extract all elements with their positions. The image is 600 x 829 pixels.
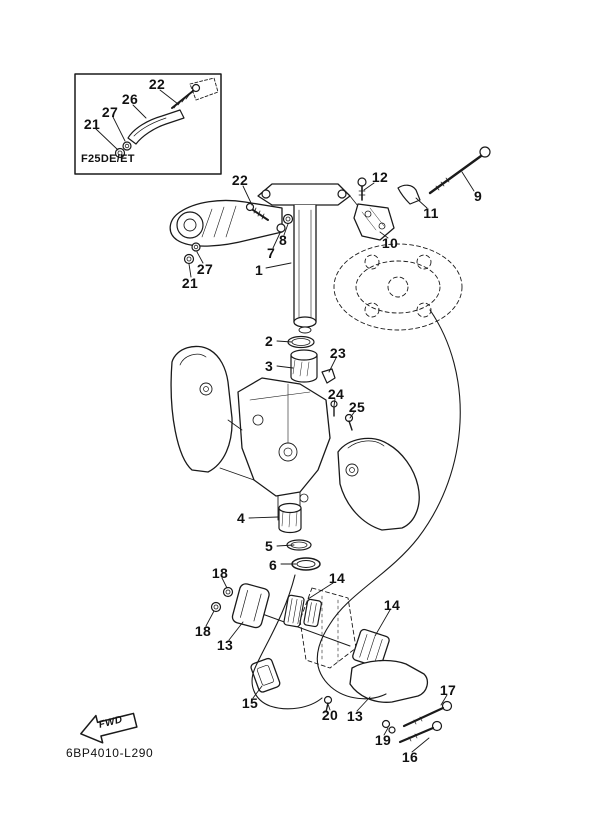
- callout-11: 11: [423, 205, 439, 221]
- callout-leader-lines: [95, 89, 475, 753]
- callout-5: 5: [264, 538, 274, 554]
- callout-27: 27: [196, 261, 214, 277]
- callout-2: 2: [264, 333, 274, 349]
- diagram-code-label: 6BP4010-L290: [66, 746, 154, 760]
- fwd-arrow-icon: [80, 712, 138, 744]
- callout-22: 22: [148, 76, 166, 92]
- callout-14: 14: [328, 570, 346, 586]
- callout-21: 21: [181, 275, 199, 291]
- callout-10: 10: [381, 235, 399, 251]
- callout-8: 8: [278, 232, 288, 248]
- callout-23: 23: [329, 345, 347, 361]
- callout-13: 13: [216, 637, 234, 653]
- callout-17: 17: [439, 682, 457, 698]
- callout-19: 19: [374, 732, 392, 748]
- callout-25: 25: [348, 399, 366, 415]
- callout-14: 14: [383, 597, 401, 613]
- inset-box-art: [74, 73, 222, 175]
- callout-4: 4: [236, 510, 246, 526]
- clamp-bracket-art: [170, 345, 420, 531]
- callout-26: 26: [121, 91, 139, 107]
- callout-27: 27: [101, 104, 119, 120]
- callout-12: 12: [371, 169, 389, 185]
- bracket-outline-curves: [251, 309, 461, 710]
- callout-24: 24: [327, 386, 345, 402]
- upper-casing-art: [333, 243, 463, 331]
- callout-6: 6: [268, 557, 278, 573]
- callout-20: 20: [321, 707, 339, 723]
- lower-bushings-art: [278, 502, 321, 571]
- callout-16: 16: [401, 749, 419, 765]
- callout-3: 3: [264, 358, 274, 374]
- callout-1: 1: [254, 262, 264, 278]
- callout-21: 21: [83, 116, 101, 132]
- upper-fasteners-art: [353, 146, 491, 241]
- callout-9: 9: [473, 188, 483, 204]
- steering-arm-art: [169, 199, 294, 265]
- callout-18: 18: [211, 565, 229, 581]
- callout-13: 13: [346, 708, 364, 724]
- callout-7: 7: [266, 245, 276, 261]
- model-code-label: F25DE/ET: [81, 153, 135, 165]
- shaft-bushings-art: [287, 335, 354, 431]
- callout-22: 22: [231, 172, 249, 188]
- lower-mounts-art: [210, 583, 453, 744]
- callout-18: 18: [194, 623, 212, 639]
- callout-15: 15: [241, 695, 259, 711]
- swivel-shaft-art: [257, 183, 359, 334]
